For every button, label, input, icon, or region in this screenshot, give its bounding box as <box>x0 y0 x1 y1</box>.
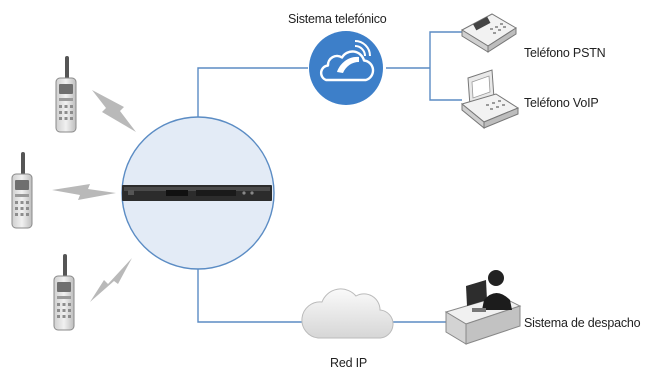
pstn-phone-label: Teléfono PSTN <box>524 46 606 60</box>
ip-network-label: Red IP <box>330 356 368 370</box>
desk-phone-icon <box>460 13 517 53</box>
handheld-radio-icon <box>11 152 33 229</box>
handheld-radio-icon <box>53 254 75 331</box>
link-to-pstn-phone <box>429 31 462 68</box>
dispatch-console-icon <box>444 270 522 345</box>
voip-phone-icon <box>460 69 520 130</box>
lightning-bolt-icon <box>90 258 132 302</box>
link-to-voip-phone <box>429 68 462 101</box>
cloud-icon <box>301 288 394 339</box>
handheld-radio-icon <box>55 56 77 133</box>
dispatch-system-label: Sistema de despacho <box>524 316 641 330</box>
lightning-bolt-icon <box>92 90 136 132</box>
link-hub-to-ip-network <box>197 266 312 323</box>
lightning-bolt-icon <box>52 184 116 200</box>
hub <box>121 116 275 270</box>
voip-phone-label: Teléfono VoIP <box>524 96 599 110</box>
phone-cloud-icon <box>309 31 383 105</box>
phone-system-label: Sistema telefónico <box>288 12 387 26</box>
repeater-device-icon <box>122 185 272 201</box>
